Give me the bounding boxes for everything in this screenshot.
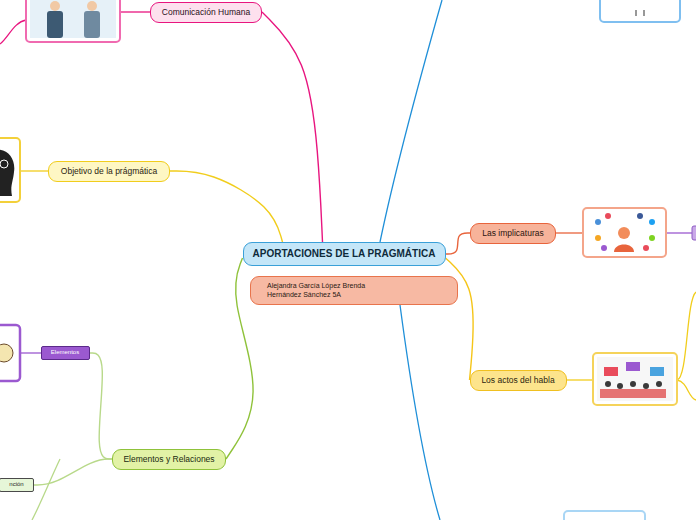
node-text: Elementos xyxy=(51,349,79,356)
head-illustration xyxy=(0,138,20,202)
branch-box: Elementos y Relaciones xyxy=(112,449,226,470)
sub-topic-box: nción xyxy=(0,478,34,492)
node-text: Alejandra García López Brenda Hernández … xyxy=(267,282,371,299)
branch-connector xyxy=(90,353,113,459)
authors-box: Alejandra García López Brenda Hernández … xyxy=(250,276,458,305)
elements-illustration xyxy=(0,325,20,381)
node-text: APORTACIONES DE LA PRAGMÁTICA xyxy=(253,248,436,260)
branch-connector xyxy=(262,12,323,242)
speech-acts-illustration xyxy=(593,353,677,405)
branch-connector xyxy=(446,233,471,254)
sub-topic-box: Elementos xyxy=(41,346,90,360)
implicature-illustration xyxy=(583,208,666,257)
node-text: Los actos del habla xyxy=(481,375,554,385)
branch-box: Los actos del habla xyxy=(470,370,567,391)
node-text: Objetivo de la prágmática xyxy=(61,166,157,176)
branch-box: Comunicación Humana xyxy=(150,2,262,23)
node-text: nción xyxy=(9,481,23,488)
branch-connector xyxy=(34,459,112,485)
cut-off-box xyxy=(692,226,696,240)
blue-illustrations xyxy=(564,0,680,520)
node-text: Comunicación Humana xyxy=(162,7,250,17)
branch-box: Objetivo de la prágmática xyxy=(48,161,170,182)
central-topic: APORTACIONES DE LA PRAGMÁTICA xyxy=(243,242,446,266)
node-text: Elementos y Relaciones xyxy=(123,454,214,464)
branch-connector xyxy=(170,171,283,242)
people-illustration xyxy=(26,0,120,42)
node-text: Las implicaturas xyxy=(482,228,543,238)
branch-box: Las implicaturas xyxy=(470,223,556,244)
